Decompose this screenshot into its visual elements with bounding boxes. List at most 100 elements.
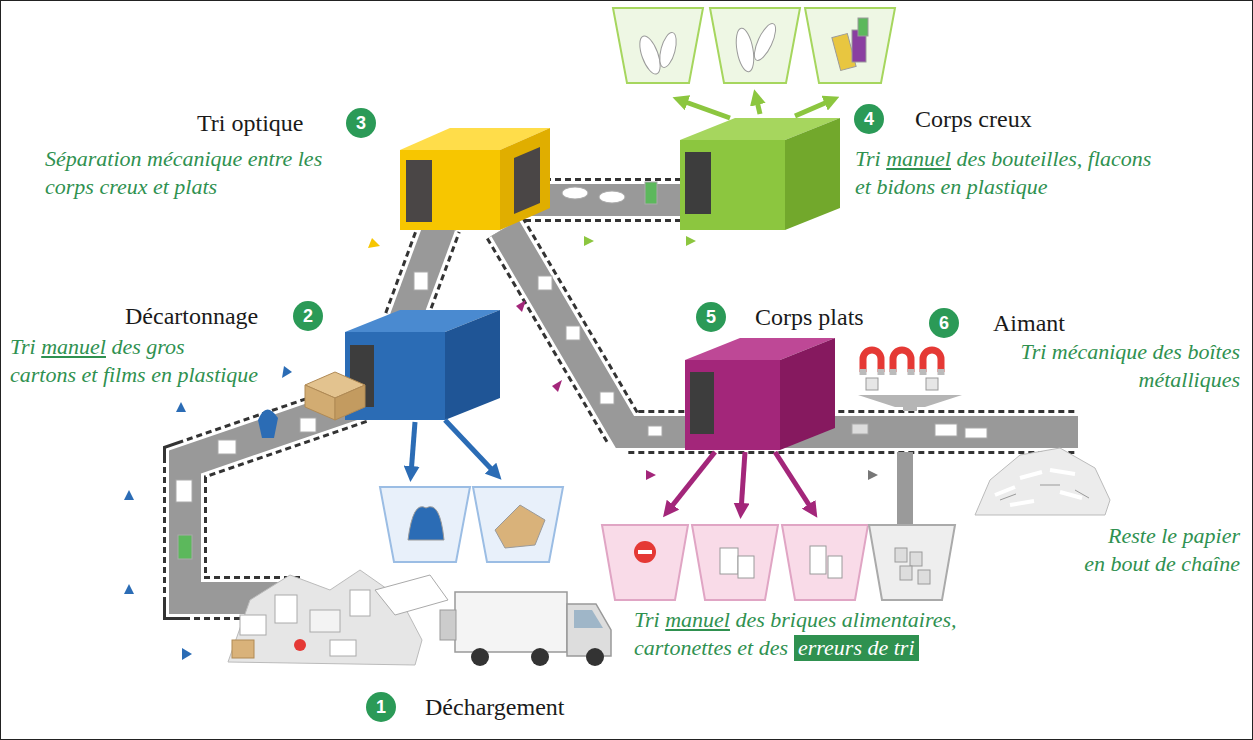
direction-chevron [552, 380, 562, 392]
funnel [858, 395, 962, 524]
waste-item [852, 424, 868, 434]
sorting-bin [805, 8, 895, 83]
conveyor-belt [405, 225, 440, 320]
sorting-bin [473, 487, 563, 562]
sorting-bin [380, 487, 470, 562]
direction-chevron [124, 490, 134, 500]
decartonnage-machine [345, 310, 500, 420]
waste-pile [275, 595, 297, 623]
waste-pile [228, 570, 422, 665]
waste-pile [375, 575, 448, 615]
garbage-truck [586, 648, 604, 666]
waste-item [562, 187, 588, 199]
callout-number: 3 [346, 108, 376, 138]
waste-item [600, 392, 614, 404]
conveyor-belt [405, 225, 440, 320]
waste-pile [310, 610, 340, 632]
conveyor-belt [185, 402, 360, 598]
direction-chevron [646, 470, 656, 480]
cardboard-box [258, 372, 365, 438]
bin-content [408, 18, 930, 584]
output-arrow [411, 422, 415, 474]
waste-item [935, 424, 957, 436]
magnet [866, 378, 878, 390]
magnet [926, 378, 938, 390]
station-title: Décartonnage [125, 302, 258, 330]
conveyor-belt [185, 402, 360, 598]
output-arrow [668, 452, 715, 511]
magnet [860, 369, 867, 375]
hollow-body-machine [680, 118, 840, 230]
waste-item [218, 440, 236, 454]
cardboard-box [305, 385, 335, 420]
node-text: 1 [376, 697, 386, 717]
station-title: Aimant [993, 309, 1065, 337]
optical-sorter [406, 160, 432, 222]
underlined-word: manuel [886, 146, 951, 171]
magnet [908, 369, 915, 375]
station-description: Tri mécanique des boîtes métalliques [1021, 338, 1240, 394]
magnet [923, 350, 941, 372]
node-text: 3 [356, 113, 366, 133]
bin-content [638, 550, 652, 554]
conveyor-belt [525, 178, 700, 222]
callout-number: 5 [696, 302, 726, 332]
station-title: Corps plats [755, 303, 864, 331]
flat-body-machine [690, 372, 714, 434]
highlight-box: erreurs de tri [794, 635, 919, 661]
magnet [938, 369, 945, 375]
bin-content [858, 18, 868, 36]
waste-item [176, 182, 987, 559]
garbage-truck [531, 648, 549, 666]
garbage-truck [440, 610, 456, 640]
output-arrow [445, 420, 496, 474]
waste-pile [228, 570, 448, 665]
optical-sorter [400, 150, 500, 230]
callout-number: 6 [929, 308, 959, 338]
sorting-bin [380, 8, 955, 600]
conveyor-belt [525, 184, 700, 216]
direction-chevron [686, 236, 696, 246]
bin-content [910, 552, 922, 566]
station-description: Tri manuel des gros cartons et films en … [10, 333, 258, 389]
sorting-bin [613, 8, 703, 83]
magnet [878, 369, 885, 375]
cardboard-box [258, 409, 278, 438]
waste-item [176, 480, 192, 502]
bin-content [733, 27, 756, 73]
station-title: Tri optique [197, 109, 303, 137]
node-text: 4 [864, 109, 874, 129]
bin-content [720, 548, 738, 574]
flat-body-machine [685, 360, 780, 450]
callout-number: 1 [366, 692, 396, 722]
sorting-bin [692, 525, 778, 600]
waste-item [599, 191, 625, 203]
conveyor-belt [185, 402, 360, 598]
magnet [893, 350, 911, 372]
bin-content [750, 21, 780, 63]
optical-sorter [500, 128, 550, 230]
conveyor-belt [405, 225, 440, 320]
paper-pile [1000, 485, 1089, 500]
underlined-word: manuel [665, 607, 730, 632]
bin-content [657, 31, 680, 69]
decartonnage-machine [445, 310, 500, 420]
hollow-body-machine [785, 118, 840, 230]
hollow-body-machine [680, 140, 785, 230]
waste-pile [232, 640, 254, 658]
direction-chevron [282, 366, 292, 378]
callout-number: 2 [293, 301, 323, 331]
output-arrow [775, 452, 813, 511]
station-title: Déchargement [425, 693, 565, 721]
bin-content [895, 548, 907, 562]
magnet [863, 350, 881, 372]
garbage-truck [471, 648, 489, 666]
magnet [890, 369, 897, 375]
node-text: 5 [706, 307, 716, 327]
funnel [858, 395, 962, 407]
node-text: 6 [939, 313, 949, 333]
end-note: Reste le papier en bout de chaîne [1084, 522, 1240, 578]
callout-number: 4 [854, 104, 884, 134]
station-description: Séparation mécanique entre les corps cre… [45, 145, 322, 201]
paper-pile [995, 470, 1082, 505]
